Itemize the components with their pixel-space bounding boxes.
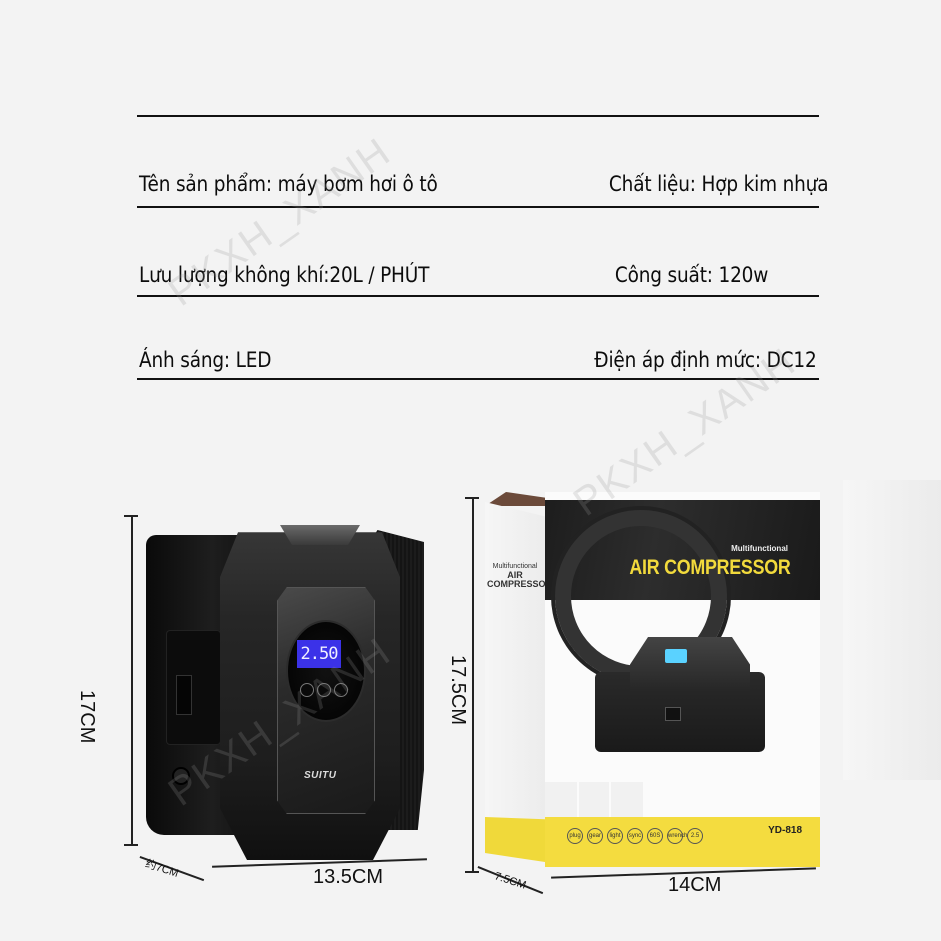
box-side-title-text: AIR COMPRESSOR xyxy=(487,570,553,589)
accessory-car-plug xyxy=(611,782,643,817)
feature-icon-2-5: 2.5 xyxy=(687,828,703,844)
box-front-face: Multifunctional AIR COMPRESSOR YD-818 pl… xyxy=(545,492,820,867)
spec-material: Chất liệu: Hợp kim nhựa xyxy=(608,172,829,196)
device-height-line xyxy=(131,515,133,845)
device-dial xyxy=(286,620,366,722)
feature-icon-gear: gear xyxy=(587,828,603,844)
box-title: AIR COMPRESSOR xyxy=(628,556,790,579)
box-height-tick-bottom xyxy=(465,871,479,873)
photo-device-switch xyxy=(665,707,681,721)
photo-device-lcd xyxy=(665,649,687,663)
spec-lighting: Ánh sáng: LED xyxy=(139,348,272,372)
box-dark-banner: Multifunctional AIR COMPRESSOR xyxy=(545,500,820,682)
spec-power: Công suất: 120w xyxy=(614,263,768,287)
box-side-face: Multifunctional AIR COMPRESSOR xyxy=(485,502,545,860)
box-height-line xyxy=(472,497,474,872)
power-switch xyxy=(176,675,192,715)
device-button-set xyxy=(317,683,331,697)
product-box: Multifunctional AIR COMPRESSOR Multifunc… xyxy=(485,492,820,867)
device-height-tick-top xyxy=(124,515,138,517)
top-divider xyxy=(137,115,819,117)
box-height-label: 17.5CM xyxy=(447,655,469,726)
divider-row-2 xyxy=(137,295,819,297)
air-compressor-device: 2.50 SUITU xyxy=(140,515,430,860)
device-width-label: 13.5CM xyxy=(313,866,384,888)
box-subtitle: Multifunctional xyxy=(731,544,788,553)
box-width-label: 14CM xyxy=(668,874,722,896)
accessory-nozzles xyxy=(545,782,577,817)
feature-icon-plug: plug xyxy=(567,828,583,844)
feature-icon-light: light xyxy=(607,828,623,844)
box-depth-label: 7.5CM xyxy=(492,870,528,892)
device-port xyxy=(172,767,190,785)
divider-row-3 xyxy=(137,378,819,380)
device-side-panel xyxy=(166,630,221,745)
feature-icon-sync: sync xyxy=(627,828,643,844)
box-side-yellow-band xyxy=(485,817,545,862)
box-side-title: Multifunctional AIR COMPRESSOR xyxy=(487,562,553,589)
photo-device-top xyxy=(630,637,750,692)
background-fade xyxy=(843,480,941,780)
spec-air-flow: Lưu lượng không khí:20L / PHÚT xyxy=(139,263,430,287)
spec-product-name: Tên sản phẩm: máy bơm hơi ô tô xyxy=(139,172,438,196)
device-top-slot xyxy=(280,525,360,545)
divider-row-1 xyxy=(137,206,819,208)
feature-icon-wrench: wrench xyxy=(667,828,687,844)
box-model-number: YD-818 xyxy=(768,825,802,836)
box-top-flap xyxy=(485,492,545,506)
lcd-display: 2.50 xyxy=(297,640,341,668)
feature-icon-60s: 60S xyxy=(647,828,663,844)
device-button-minus xyxy=(300,683,314,697)
accessory-needles xyxy=(579,782,609,817)
device-height-tick-bottom xyxy=(124,844,138,846)
box-height-tick-top xyxy=(465,497,479,499)
box-side-subtitle: Multifunctional xyxy=(492,563,538,570)
box-product-photo xyxy=(595,627,770,767)
spec-rated-voltage: Điện áp định mức: DC12 xyxy=(594,348,817,372)
device-button-plus xyxy=(334,683,348,697)
device-height-label: 17CM xyxy=(76,690,98,744)
device-brand-logo: SUITU xyxy=(304,770,337,781)
